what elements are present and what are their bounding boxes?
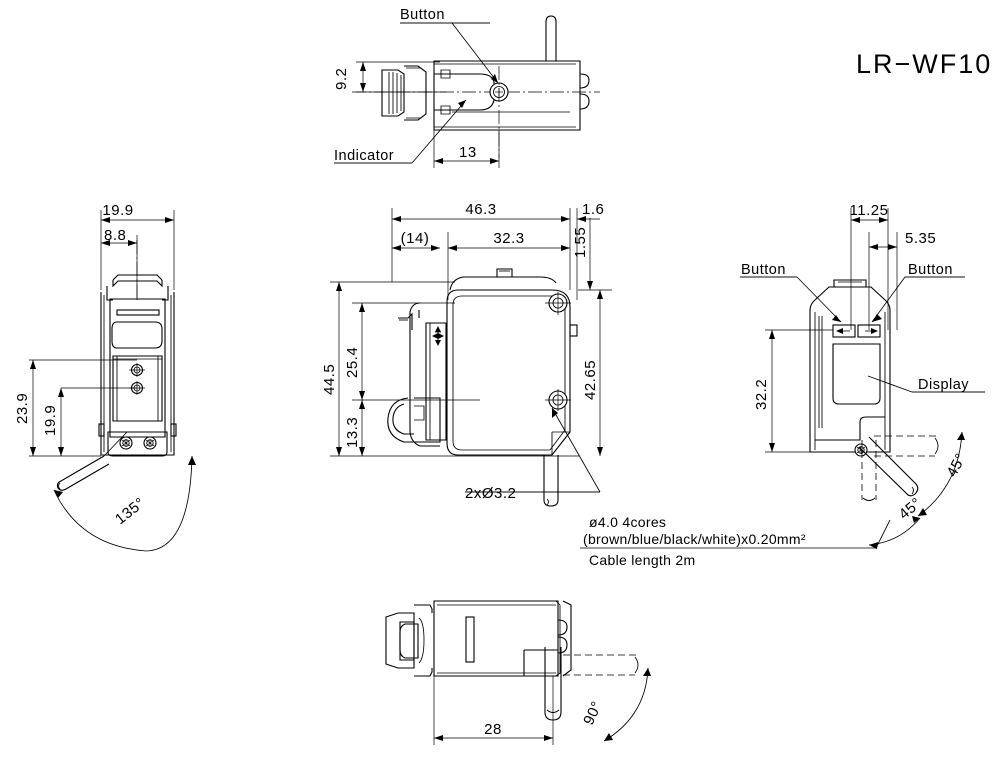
rear-view-group [740, 208, 985, 549]
dim-13-3: 13.3 [344, 417, 361, 448]
dim-19-9-height: 19.9 [42, 405, 59, 436]
dim-135-deg: 135° [112, 494, 148, 528]
top-view-group [334, 15, 600, 168]
dim-9-2: 9.2 [333, 68, 350, 90]
dim-45-deg-b: 45° [896, 494, 925, 523]
rear-button-left-label: Button [741, 262, 786, 278]
rear-button-right-label: Button [908, 262, 953, 278]
dim-25-4: 25.4 [344, 347, 361, 378]
dim-32-3: 32.3 [493, 230, 524, 247]
dim-44-5: 44.5 [321, 364, 338, 395]
dim-45-deg-a: 45° [944, 451, 970, 480]
top-view-indicator-label: Indicator [334, 148, 394, 164]
dim-23-9: 23.9 [14, 393, 31, 424]
dim-1-6: 1.6 [582, 201, 604, 218]
top-view-button-label: Button [400, 7, 445, 23]
dim-14: (14) [401, 230, 430, 247]
bottom-view-group [385, 600, 651, 745]
dim-32-2: 32.2 [753, 379, 770, 410]
dim-1-55: 1.55 [572, 227, 589, 258]
drawing-title: LR−WF10 [856, 49, 992, 79]
dim-11-25: 11.25 [850, 202, 889, 219]
callout-2x-dia-3-2: 2xØ3.2 [465, 485, 516, 502]
side-view-group [330, 208, 612, 507]
dim-13: 13 [459, 144, 477, 161]
dim-19-9-width: 19.9 [102, 202, 133, 219]
dim-8-8: 8.8 [104, 227, 126, 244]
display-label: Display [918, 377, 969, 393]
dim-90-deg: 90° [580, 699, 606, 728]
dim-28: 28 [484, 721, 502, 738]
front-view-group [29, 210, 196, 552]
dim-46-3: 46.3 [465, 201, 496, 218]
cable-note-line2: (brown/blue/black/white)x0.20mm² [583, 531, 806, 547]
dim-42-65: 42.65 [582, 360, 599, 400]
dim-5-35: 5.35 [905, 230, 936, 247]
cable-note-line1: ø4.0 4cores [589, 514, 666, 530]
cable-note-line3: Cable length 2m [589, 552, 695, 568]
